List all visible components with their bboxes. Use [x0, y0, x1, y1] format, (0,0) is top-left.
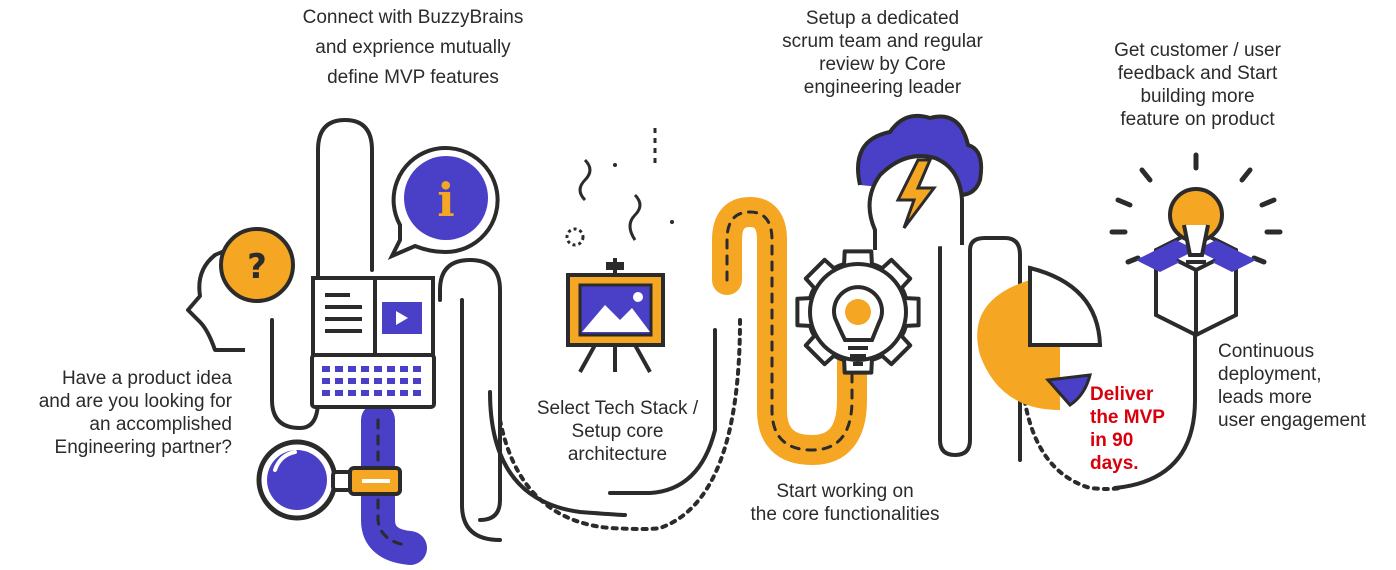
- dotted-path-5: [1020, 378, 1122, 491]
- step-tech-line: Select Tech Stack /: [536, 398, 699, 419]
- gear-lightbulb-icon: [795, 249, 921, 375]
- step-feedback-line: Get customer / user: [1114, 40, 1281, 61]
- step-idea-label: Have a product idea and are you looking …: [0, 367, 232, 459]
- step-work-line: the core functionalities: [750, 504, 940, 525]
- step-scrum-line: review by Core: [819, 54, 946, 75]
- info-glyph: i: [437, 173, 454, 227]
- step-deliver-line: Deliver: [1090, 384, 1154, 405]
- purple-road-dash: [376, 418, 407, 547]
- step-deliver-line: the MVP: [1090, 407, 1165, 428]
- step-work-label: Start working on the core functionalitie…: [720, 480, 970, 526]
- step-feedback-line: feedback and Start: [1117, 63, 1278, 84]
- dark-path-5: [898, 198, 1022, 462]
- step-deploy-line: Continuous: [1218, 341, 1315, 362]
- dark-path-6: [1113, 298, 1197, 490]
- step-deploy-label: Continuous deployment, leads more user e…: [1218, 340, 1394, 432]
- thinking-head-question-icon: ?: [186, 227, 295, 352]
- step-deliver-label: Deliver the MVP in 90 days.: [1090, 383, 1180, 475]
- step-tech-line: Setup core: [571, 421, 664, 442]
- step-idea-line: and are you looking for: [38, 391, 232, 412]
- step-idea-line: an accomplished: [89, 414, 232, 435]
- easel-presentation-icon: [565, 128, 674, 373]
- dotted-path-3: [498, 318, 742, 531]
- step-connect-line: define MVP features: [327, 67, 499, 88]
- step-connect-label: Connect with BuzzyBrains and exprience m…: [268, 6, 558, 89]
- step-scrum-line: Setup a dedicated: [805, 8, 960, 29]
- magnifier-icon: [256, 439, 402, 521]
- lightbulb-box-icon: [1109, 152, 1283, 338]
- info-bubble-book-laptop-icon: i: [310, 146, 500, 409]
- question-bubble: [219, 227, 295, 303]
- step-tech-line: architecture: [567, 444, 668, 465]
- roadmap-path: [270, 118, 1197, 565]
- dark-path-4: [608, 328, 717, 495]
- step-deploy-line: deployment,: [1218, 364, 1322, 385]
- step-scrum-label: Setup a dedicated scrum team and regular…: [755, 7, 1010, 99]
- question-mark: ?: [247, 247, 267, 287]
- dark-path-2b: [460, 298, 502, 542]
- step-deploy-line: user engagement: [1218, 410, 1366, 431]
- step-idea-line: Have a product idea: [61, 368, 232, 389]
- step-tech-label: Select Tech Stack / Setup core architect…: [515, 397, 720, 466]
- step-feedback-label: Get customer / user feedback and Start b…: [1085, 39, 1310, 131]
- dark-path-3: [488, 390, 627, 517]
- step-scrum-line: engineering leader: [803, 77, 962, 98]
- dark-path-2: [438, 258, 502, 522]
- step-idea-line: Engineering partner?: [54, 437, 232, 458]
- step-deploy-line: leads more: [1218, 387, 1312, 408]
- step-connect-line: and exprience mutually: [315, 37, 511, 58]
- step-scrum-line: scrum team and regular: [782, 31, 983, 52]
- head-cloud-lightning-icon: [856, 113, 984, 250]
- pie-chart-icon: [977, 265, 1103, 410]
- dark-path-1: [270, 118, 374, 430]
- step-deliver-line: in 90: [1090, 430, 1134, 451]
- step-work-line: Start working on: [776, 481, 914, 502]
- step-deliver-line: days.: [1090, 453, 1139, 474]
- step-feedback-line: building more: [1140, 86, 1255, 107]
- step-feedback-line: feature on product: [1120, 109, 1275, 130]
- orange-road-dash: [725, 210, 854, 452]
- step-connect-line: Connect with BuzzyBrains: [302, 7, 524, 28]
